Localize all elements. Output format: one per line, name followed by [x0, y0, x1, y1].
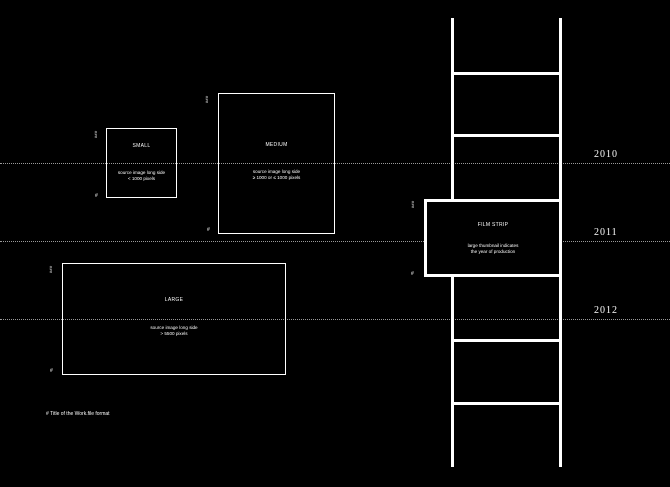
filmstrip-frame-divider — [451, 72, 562, 75]
footnote-text: Title of the Work.file format — [50, 411, 110, 417]
filmstrip-frame-divider — [451, 134, 562, 137]
small-box-description: source image long side < 1000 pixels — [117, 170, 166, 181]
footnote: # Title of the Work.file format — [46, 411, 110, 417]
small-box-marker: # — [95, 193, 98, 199]
large-box-description: source image long side > 5500 pixels — [150, 325, 198, 336]
large-box-tag: ### — [48, 265, 53, 273]
filmstrip-large-thumbnail: FILM STRIP large thumbnail indicates the… — [424, 199, 562, 277]
year-label-2011: 2011 — [594, 227, 618, 238]
large-box-marker: # — [50, 368, 53, 374]
guide-line-2012 — [0, 319, 670, 320]
large-box-title: LARGE — [164, 297, 184, 303]
small-box-tag: ### — [93, 130, 98, 138]
filmstrip-description: large thumbnail indicates the year of pr… — [467, 243, 519, 254]
filmstrip-frame-divider — [451, 402, 562, 405]
year-label-2010: 2010 — [594, 149, 618, 160]
small-box-title: SMALL — [132, 143, 151, 149]
footnote-marker: # — [46, 411, 49, 417]
medium-box: MEDIUM source image long side ≥ 1000 or … — [218, 93, 335, 234]
year-label-2012: 2012 — [594, 305, 618, 316]
filmstrip-frame-divider — [451, 339, 562, 342]
filmstrip-tag: ### — [410, 200, 415, 208]
medium-box-tag: ### — [204, 95, 209, 103]
filmstrip-title: FILM STRIP — [477, 222, 509, 228]
medium-box-title: MEDIUM — [265, 142, 288, 148]
medium-box-marker: # — [207, 227, 210, 233]
medium-box-description: source image long side ≥ 1000 or ≤ 1000 … — [252, 169, 301, 180]
small-box: SMALL source image long side < 1000 pixe… — [106, 128, 177, 198]
guide-line-2011 — [0, 241, 670, 242]
guide-line-2010 — [0, 163, 670, 164]
large-box: LARGE source image long side > 5500 pixe… — [62, 263, 286, 375]
filmstrip-marker: # — [411, 271, 414, 277]
